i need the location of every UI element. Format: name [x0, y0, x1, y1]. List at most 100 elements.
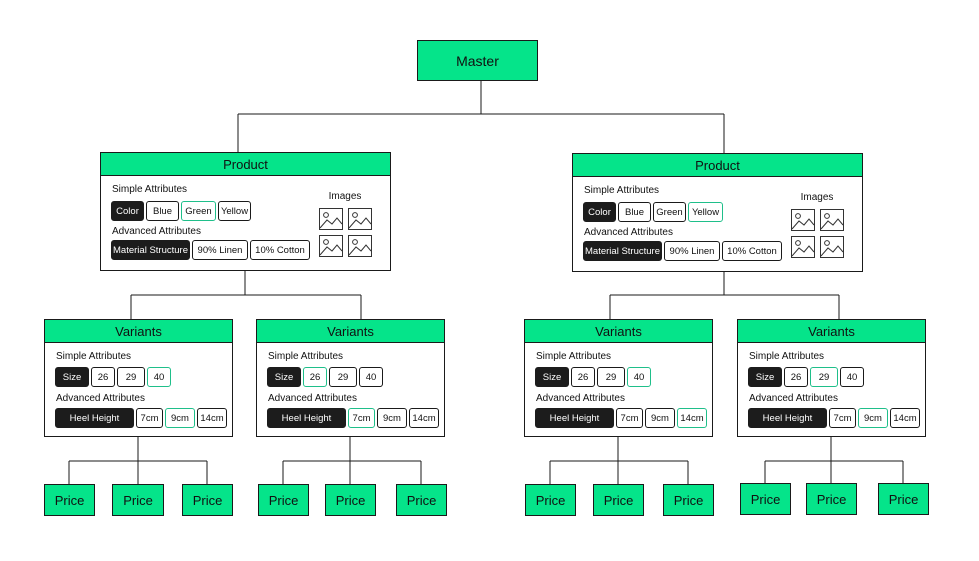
attribute-chip-heel-height[interactable]: Heel Height	[267, 408, 346, 428]
attribute-chip-material-structure[interactable]: Material Structure	[583, 241, 662, 261]
price-node: Price	[593, 484, 644, 516]
price-node: Price	[258, 484, 309, 516]
attribute-chip-40[interactable]: 40	[147, 367, 171, 387]
attribute-chip-linen[interactable]: 90% Linen	[664, 241, 720, 261]
attribute-chip-cotton[interactable]: 10% Cotton	[722, 241, 782, 261]
advanced-attribute-chips: Heel Height 7cm 9cm 14cm	[535, 408, 707, 428]
attribute-chip-material-structure[interactable]: Material Structure	[111, 240, 190, 260]
variant-card-2: Variants Simple Attributes Size 26 29 40…	[256, 319, 445, 437]
attribute-chip-green[interactable]: Green	[653, 202, 686, 222]
image-icon[interactable]	[790, 209, 815, 231]
attribute-chip-cotton[interactable]: 10% Cotton	[250, 240, 310, 260]
attribute-chip-29[interactable]: 29	[329, 367, 357, 387]
price-label: Price	[750, 491, 781, 507]
attribute-chip-size[interactable]: Size	[55, 367, 89, 387]
attribute-chip-40[interactable]: 40	[359, 367, 383, 387]
attribute-chip-color[interactable]: Color	[583, 202, 616, 222]
attribute-chip-29[interactable]: 29	[597, 367, 625, 387]
attribute-chip-14cm[interactable]: 14cm	[409, 408, 439, 428]
price-label: Price	[54, 492, 85, 508]
product-card-header: Product	[101, 153, 390, 176]
image-grid	[789, 209, 845, 258]
image-icon[interactable]	[819, 209, 844, 231]
image-icon[interactable]	[347, 235, 372, 257]
attribute-chip-linen[interactable]: 90% Linen	[192, 240, 248, 260]
attribute-chip-7cm[interactable]: 7cm	[829, 408, 856, 428]
price-label: Price	[192, 492, 223, 508]
attribute-chip-yellow[interactable]: Yellow	[688, 202, 723, 222]
image-icon[interactable]	[318, 235, 343, 257]
attribute-chip-14cm[interactable]: 14cm	[677, 408, 707, 428]
attribute-chip-9cm[interactable]: 9cm	[645, 408, 675, 428]
attribute-chip-9cm[interactable]: 9cm	[377, 408, 407, 428]
variant-card-header: Variants	[525, 320, 712, 343]
attribute-chip-14cm[interactable]: 14cm	[890, 408, 920, 428]
attribute-chip-7cm[interactable]: 7cm	[616, 408, 643, 428]
attribute-chip-7cm[interactable]: 7cm	[136, 408, 163, 428]
attribute-chip-yellow[interactable]: Yellow	[218, 201, 251, 221]
price-label: Price	[816, 491, 847, 507]
product-title: Product	[223, 156, 268, 172]
image-icon[interactable]	[347, 208, 372, 230]
image-icon[interactable]	[819, 236, 844, 258]
attribute-chip-heel-height[interactable]: Heel Height	[55, 408, 134, 428]
variant-title: Variants	[808, 323, 855, 339]
attribute-chip-heel-height[interactable]: Heel Height	[535, 408, 614, 428]
attribute-chip-7cm[interactable]: 7cm	[348, 408, 375, 428]
advanced-attribute-chips: Heel Height 7cm 9cm 14cm	[267, 408, 439, 428]
variant-title: Variants	[595, 323, 642, 339]
attribute-chip-29[interactable]: 29	[117, 367, 145, 387]
attribute-chip-blue[interactable]: Blue	[146, 201, 179, 221]
price-label: Price	[673, 492, 704, 508]
attribute-chip-size[interactable]: Size	[267, 367, 301, 387]
simple-attributes-label: Simple Attributes	[536, 351, 612, 362]
attribute-chip-26[interactable]: 26	[91, 367, 115, 387]
images-section: Images	[317, 191, 373, 257]
simple-attribute-chips: Size 26 29 40	[535, 367, 651, 387]
advanced-attribute-chips: Material Structure 90% Linen 10% Cotton	[111, 240, 310, 260]
product-card-1: Product Simple Attributes Color Blue Gre…	[100, 152, 391, 271]
attribute-chip-green[interactable]: Green	[181, 201, 216, 221]
attribute-chip-40[interactable]: 40	[840, 367, 864, 387]
advanced-attributes-label: Advanced Attributes	[112, 226, 201, 237]
price-node: Price	[396, 484, 447, 516]
attribute-chip-40[interactable]: 40	[627, 367, 651, 387]
variant-card-header: Variants	[257, 320, 444, 343]
attribute-chip-heel-height[interactable]: Heel Height	[748, 408, 827, 428]
price-node: Price	[325, 484, 376, 516]
attribute-chip-size[interactable]: Size	[748, 367, 782, 387]
price-label: Price	[603, 492, 634, 508]
advanced-attributes-label: Advanced Attributes	[584, 227, 673, 238]
advanced-attribute-chips: Heel Height 7cm 9cm 14cm	[748, 408, 920, 428]
variant-card-header: Variants	[738, 320, 925, 343]
variant-card-3: Variants Simple Attributes Size 26 29 40…	[524, 319, 713, 437]
attribute-chip-29[interactable]: 29	[810, 367, 838, 387]
simple-attributes-label: Simple Attributes	[56, 351, 132, 362]
attribute-chip-26[interactable]: 26	[571, 367, 595, 387]
price-label: Price	[335, 492, 366, 508]
price-node: Price	[112, 484, 164, 516]
attribute-chip-26[interactable]: 26	[784, 367, 808, 387]
price-node: Price	[878, 483, 929, 515]
attribute-chip-9cm[interactable]: 9cm	[858, 408, 888, 428]
attribute-chip-9cm[interactable]: 9cm	[165, 408, 195, 428]
simple-attribute-chips: Color Blue Green Yellow	[111, 201, 251, 221]
attribute-chip-14cm[interactable]: 14cm	[197, 408, 227, 428]
price-label: Price	[406, 492, 437, 508]
price-node: Price	[806, 483, 857, 515]
attribute-chip-26[interactable]: 26	[303, 367, 327, 387]
variant-title: Variants	[327, 323, 374, 339]
advanced-attributes-label: Advanced Attributes	[749, 393, 838, 404]
image-icon[interactable]	[318, 208, 343, 230]
price-label: Price	[535, 492, 566, 508]
attribute-chip-color[interactable]: Color	[111, 201, 144, 221]
attribute-chip-blue[interactable]: Blue	[618, 202, 651, 222]
simple-attribute-chips: Size 26 29 40	[55, 367, 171, 387]
image-icon[interactable]	[790, 236, 815, 258]
price-node: Price	[44, 484, 95, 516]
variant-card-header: Variants	[45, 320, 232, 343]
attribute-chip-size[interactable]: Size	[535, 367, 569, 387]
advanced-attributes-label: Advanced Attributes	[536, 393, 625, 404]
price-node: Price	[663, 484, 714, 516]
